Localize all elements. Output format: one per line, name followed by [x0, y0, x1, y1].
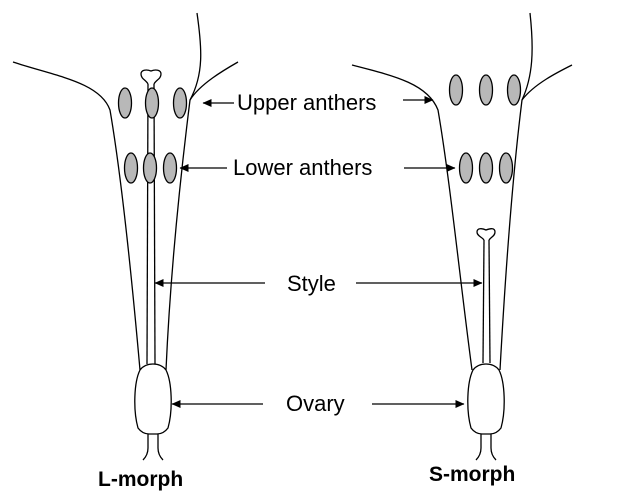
l-morph-corolla-right-edge: [166, 13, 201, 370]
l-morph-lower-anther: [144, 153, 157, 183]
lower-anthers-callout: Lower anthers: [180, 155, 455, 180]
s-morph-upper-anther: [480, 75, 493, 105]
s-morph-lower-anther: [480, 153, 493, 183]
upper-anthers-callout: Upper anthers: [203, 90, 433, 115]
l-morph-stigma: [141, 70, 161, 84]
s-morph-flower: [352, 13, 572, 460]
l-morph-pedicel: [143, 434, 163, 460]
ovary-callout: Ovary: [172, 391, 464, 416]
s-morph-corolla-right-edge: [500, 13, 532, 370]
s-morph-upper-anther: [450, 75, 463, 105]
l-morph-upper-anther: [146, 88, 159, 118]
s-morph-lower-anther: [460, 153, 473, 183]
l-morph-lower-anther: [125, 153, 138, 183]
ovary-label: Ovary: [286, 391, 345, 416]
lower-anthers-label: Lower anthers: [233, 155, 372, 180]
l-morph-upper-anther: [174, 88, 187, 118]
s-morph-upper-anther: [508, 75, 521, 105]
l-morph-lower-anther: [164, 153, 177, 183]
s-morph-ovary: [468, 364, 504, 434]
l-morph-title: L-morph: [98, 468, 183, 491]
s-morph-style: [483, 240, 484, 363]
style-label: Style: [287, 271, 336, 296]
s-morph-stigma: [477, 229, 495, 240]
s-morph-title: S-morph: [429, 463, 515, 486]
l-morph-style: [147, 84, 148, 364]
l-morph-upper-anther: [119, 88, 132, 118]
s-morph-lower-anther: [500, 153, 513, 183]
s-morph-pedicel: [476, 434, 496, 460]
l-morph-flower: [13, 13, 238, 460]
l-morph-ovary: [135, 364, 171, 434]
style-callout: Style: [155, 271, 482, 296]
upper-anthers-label: Upper anthers: [237, 90, 376, 115]
